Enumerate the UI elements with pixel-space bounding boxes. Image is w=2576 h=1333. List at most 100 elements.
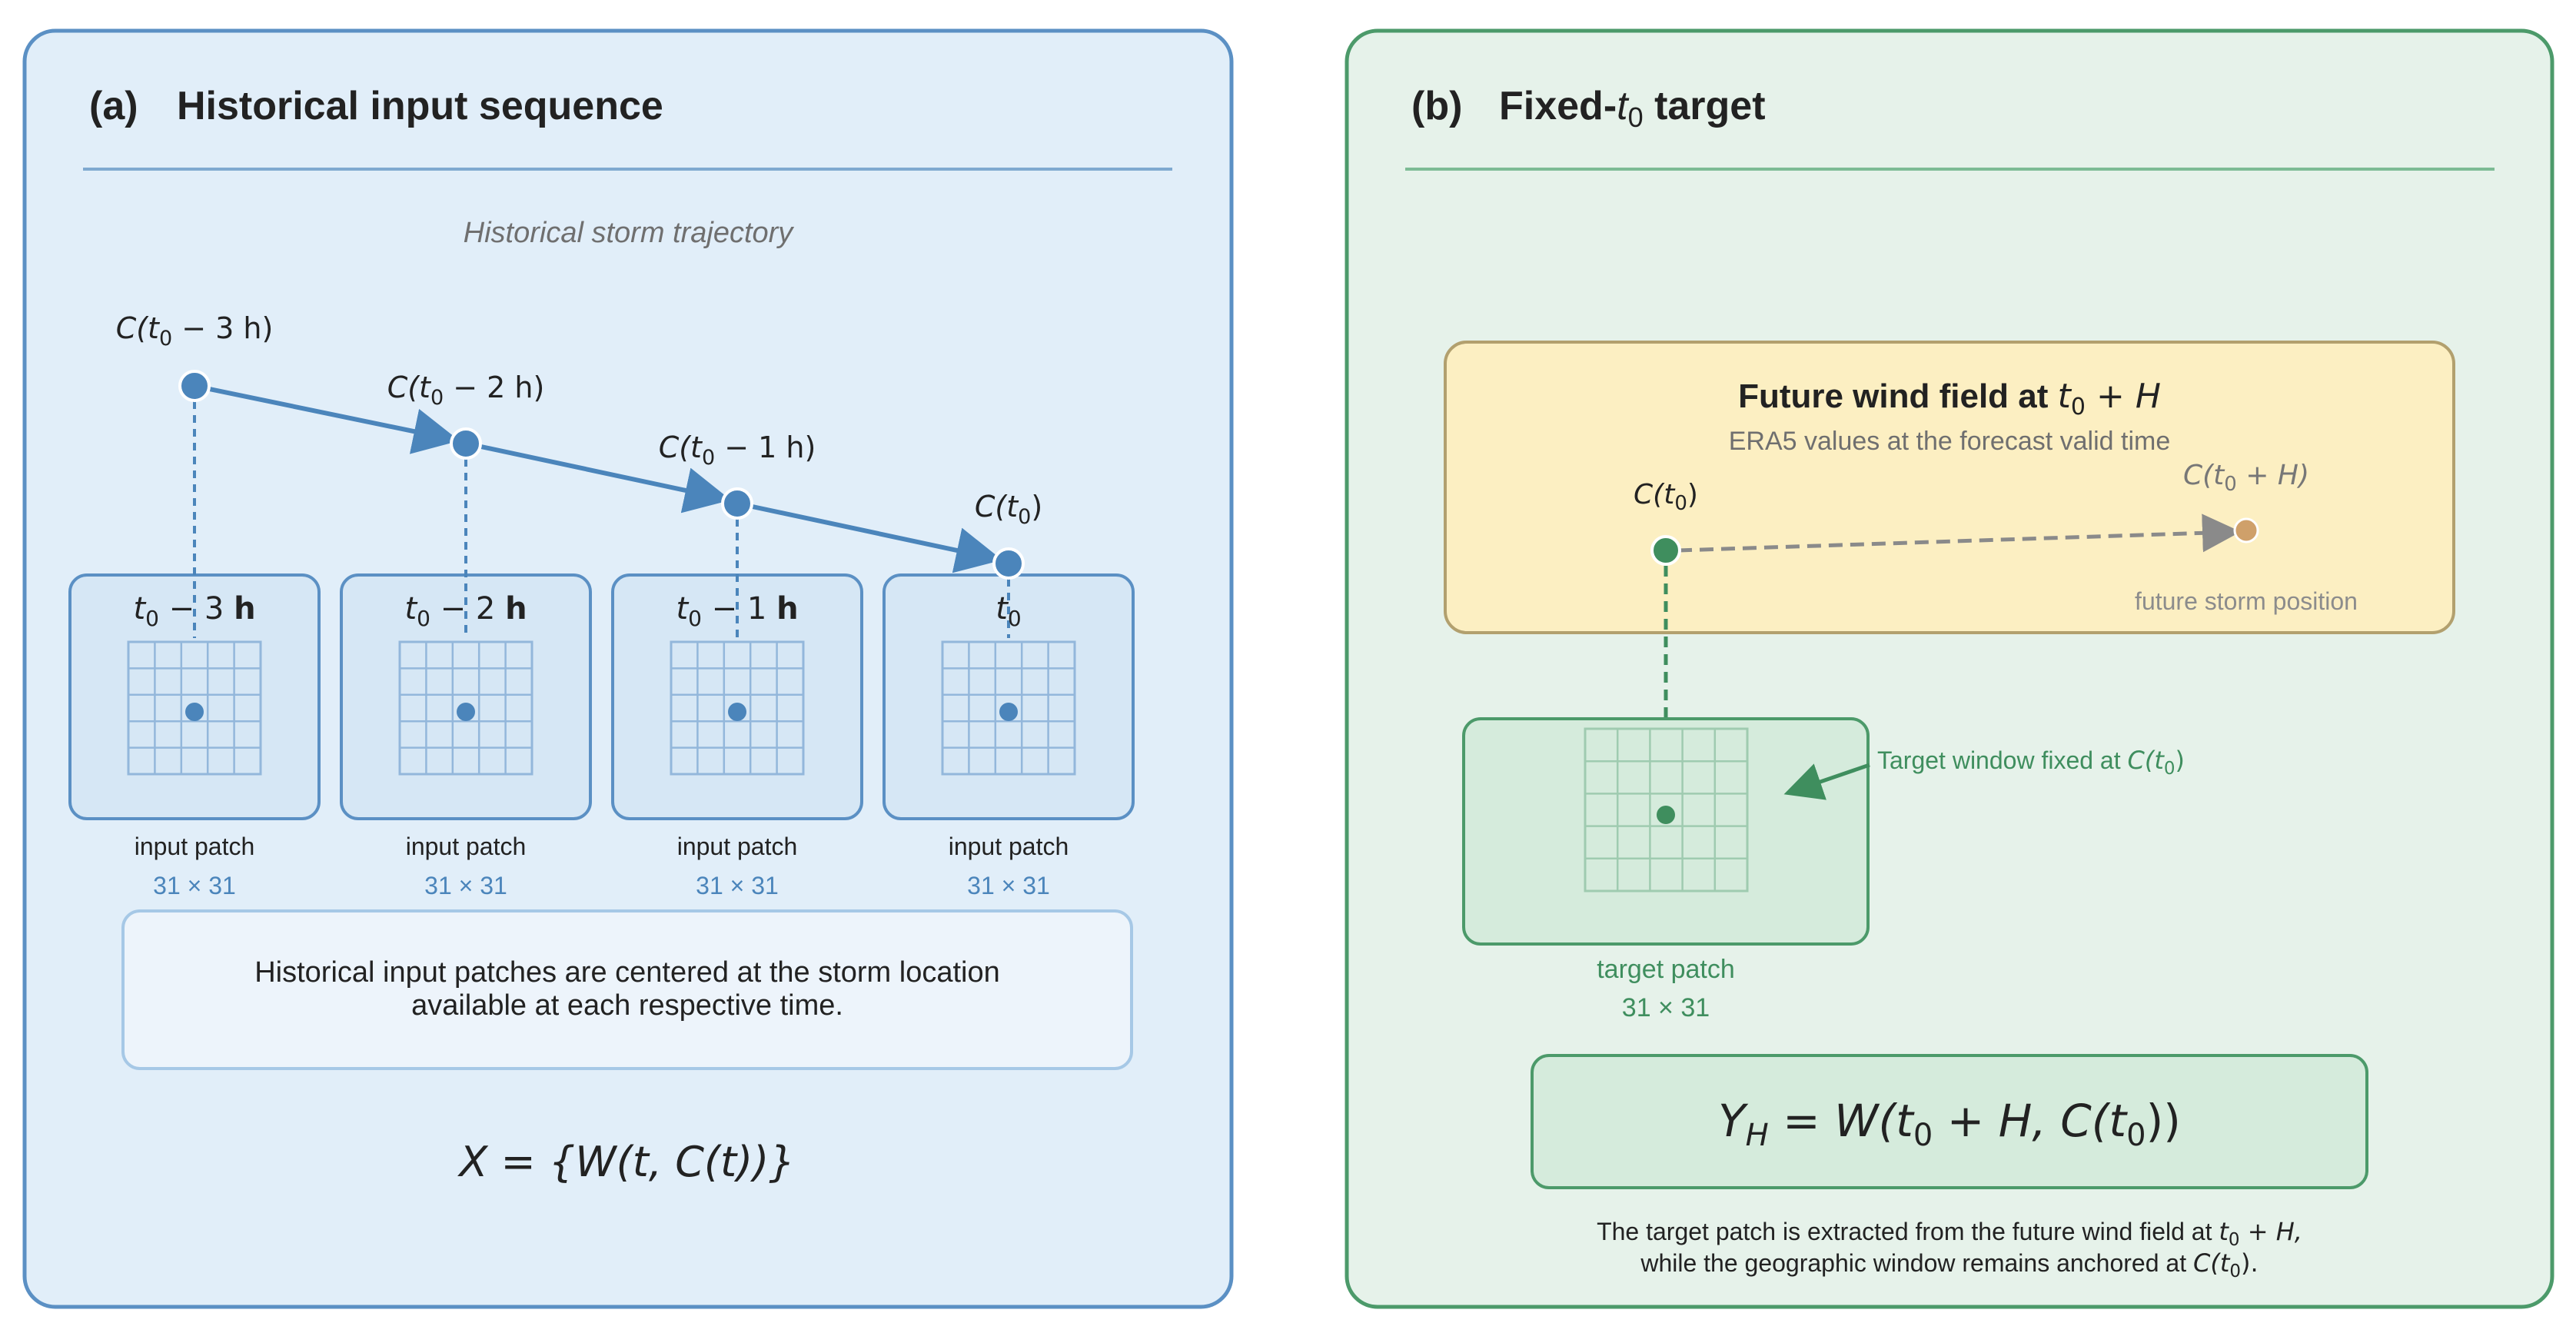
panel-a: (a) Historical input sequence Historical…	[22, 28, 1234, 1309]
caption-2-tail: ).	[2241, 1248, 2259, 1278]
storm-position-label: C(t0 − 2 h)	[387, 371, 545, 410]
label-sub: 0	[1018, 505, 1031, 529]
formula-mid: + H, C(	[1933, 1095, 2110, 1147]
caption-line-2: while the geographic window remains anch…	[1640, 1248, 2258, 1281]
patch-center-marker	[457, 703, 475, 721]
target-window-arrow	[1783, 763, 1870, 800]
time-var: t	[676, 591, 689, 627]
trajectory-segment	[737, 501, 1002, 573]
future-displacement-arrow	[1677, 514, 2241, 553]
caption-2-text: while the geographic window remains anch…	[1640, 1249, 2193, 1277]
future-title-text: Future wind field at	[1738, 377, 2058, 415]
formula-t2: t	[2109, 1095, 2128, 1147]
time-offset: − 2	[430, 591, 505, 627]
input-patch-size: 31 × 31	[153, 872, 236, 899]
panel-b-title: Fixed-t0 target	[1499, 84, 1766, 133]
formula-box	[1531, 1054, 2368, 1189]
patch-time-label: t0 − 3 h	[133, 591, 255, 631]
time-unit: h	[234, 591, 255, 627]
future-field-title: Future wind field at t0 + H	[1738, 377, 2161, 421]
time-var: t	[995, 591, 1009, 627]
input-patch-label: input patch	[135, 833, 255, 860]
formula-x: X = {W(t, C(t))}	[457, 1138, 795, 1186]
panel-b-title-prefix: Fixed-	[1499, 84, 1617, 128]
panel-a-letter: (a)	[89, 84, 138, 128]
label-var: t	[419, 371, 432, 404]
target-window-text: Target window fixed at	[1877, 746, 2128, 774]
panel-a-title: Historical input sequence	[177, 84, 663, 128]
label-tail: − 3 h)	[172, 311, 273, 345]
patch-time-label: t0	[995, 591, 1022, 631]
note-line-1: Historical input patches are centered at…	[254, 956, 1000, 989]
patch-center-marker	[728, 703, 746, 721]
caption-1-sub: 0	[2229, 1230, 2240, 1250]
patch-center-marker	[185, 703, 204, 721]
target-window-label: Target window fixed at C(t0)	[1877, 746, 2185, 779]
input-patch-label: input patch	[677, 833, 798, 860]
storm-position-marker	[721, 487, 753, 520]
label-var: t	[1006, 490, 1019, 524]
formula-y: YH = W(t0 + H, C(t0))	[1718, 1095, 2181, 1153]
label-var: t	[690, 430, 703, 464]
label-sub: 0	[702, 446, 715, 470]
storm-position-label: C(t0)	[975, 490, 1042, 529]
storm-position-marker	[992, 547, 1025, 580]
formula-lhs-sub: H	[1746, 1118, 1769, 1153]
target-window-tail: )	[2175, 746, 2185, 775]
future-position-coord-label: C(t0 + H)	[2183, 460, 2309, 496]
input-patch-size: 31 × 31	[424, 872, 507, 899]
formula-t: t	[1896, 1095, 1915, 1147]
storm-position-marker	[178, 370, 211, 402]
patch-time-label: t0 − 1 h	[676, 591, 798, 631]
input-patch-size: 31 × 31	[696, 872, 779, 899]
caption-2-fn: C(	[2193, 1248, 2221, 1278]
panel-b-title-var: t	[1617, 84, 1630, 128]
panel-b-letter: (b)	[1411, 84, 1462, 128]
future-field-subtitle: ERA5 values at the forecast valid time	[1729, 427, 2171, 456]
time-offset: − 1	[702, 591, 776, 627]
time-unit: h	[776, 591, 798, 627]
formula-rhs: = W(	[1769, 1095, 1898, 1147]
storm-position-label: C(t0 − 3 h)	[116, 311, 274, 351]
formula-end: ))	[2146, 1095, 2181, 1147]
future-label-tail: + H)	[2237, 460, 2309, 491]
panel-b-title-sub: 0	[1628, 101, 1644, 133]
current-label-tail: )	[1687, 479, 1698, 510]
time-sub: 0	[688, 606, 702, 631]
label-sub: 0	[430, 386, 444, 410]
label-tail: − 1 h)	[715, 430, 816, 464]
caption-line-1: The target patch is extracted from the f…	[1597, 1217, 2302, 1250]
input-patch-label: input patch	[949, 833, 1069, 860]
caption-2-var: t	[2220, 1248, 2231, 1278]
current-storm-marker	[1650, 535, 1681, 566]
patch-center-marker	[999, 703, 1018, 721]
future-position-label: future storm position	[2135, 587, 2358, 615]
formula-sub2: 0	[2126, 1118, 2146, 1153]
time-offset: − 3	[159, 591, 234, 627]
trajectory	[194, 384, 1002, 573]
label-tail: )	[1031, 490, 1042, 524]
label-fn: C(	[387, 371, 421, 404]
trajectory-segment	[194, 384, 460, 454]
current-label-fn: C(	[1634, 479, 1665, 510]
label-var: t	[148, 311, 161, 345]
label-fn: C(	[116, 311, 150, 345]
input-patch-size: 31 × 31	[967, 872, 1050, 899]
time-sub: 0	[417, 606, 430, 631]
note-box	[121, 909, 1133, 1070]
formula-sub: 0	[1913, 1118, 1933, 1153]
target-patch-label: target patch	[1597, 955, 1735, 984]
panel-b: (b) Fixed-t0 target Future wind field at…	[1345, 28, 2554, 1309]
future-title-var: t	[2058, 377, 2072, 416]
input-patch-label: input patch	[406, 833, 527, 860]
time-var: t	[404, 591, 417, 627]
time-var: t	[133, 591, 146, 627]
target-center-marker	[1657, 806, 1675, 824]
formula-lhs: Y	[1718, 1095, 1749, 1147]
panel-b-title-suffix: target	[1644, 84, 1766, 128]
note-line-2: available at each respective time.	[411, 989, 843, 1022]
time-unit: h	[505, 591, 527, 627]
current-position-label: C(t0)	[1634, 479, 1698, 515]
